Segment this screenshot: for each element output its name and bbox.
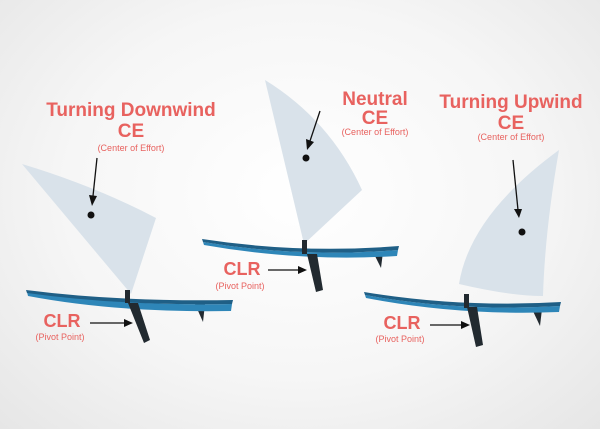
sail-upwind [459, 150, 559, 296]
ce-arrow-line-downwind [92, 157, 98, 197]
center-of-effort-dot-neutral [302, 154, 310, 162]
deck-downwind [26, 290, 233, 305]
hull-upwind [365, 295, 560, 313]
daggerboard-neutral [307, 254, 323, 292]
clr-arrow-head-neutral [298, 266, 307, 274]
clr-label-neutral: CLR [223, 259, 261, 279]
title-neutral: Neutral [342, 89, 408, 110]
daggerboard-upwind [467, 307, 483, 347]
ce-arrow-head-neutral [306, 139, 314, 150]
mast-upwind [464, 294, 469, 308]
clr-label-upwind: CLR [383, 313, 421, 333]
ce-label-upwind: CE [497, 113, 525, 134]
hull-downwind [27, 292, 232, 312]
ce-arrow-line-neutral [309, 110, 321, 142]
ce-label-neutral: CE [361, 108, 389, 129]
ce-label-downwind: CE [117, 121, 145, 142]
sail-neutral [265, 80, 362, 244]
ce-note-upwind: (Center of Effort) [477, 132, 545, 142]
ce-note-neutral: (Center of Effort) [341, 127, 409, 137]
boat-turning-downwind [22, 157, 233, 343]
ce-note-downwind: (Center of Effort) [97, 143, 165, 153]
rudder-upwind [532, 309, 542, 326]
ce-arrow-line-upwind [512, 159, 519, 211]
clr-arrow-head-upwind [461, 321, 470, 329]
mast-neutral [302, 240, 307, 254]
boat-turning-upwind [364, 150, 561, 347]
clr-note-upwind: (Pivot Point) [375, 334, 425, 344]
ce-arrow-head-downwind [89, 195, 97, 206]
center-of-effort-dot-upwind [518, 228, 526, 236]
deck-upwind [364, 292, 561, 308]
deck-neutral [202, 239, 399, 253]
clr-arrow-head-downwind [124, 319, 133, 327]
clr-note-downwind: (Pivot Point) [35, 332, 85, 342]
clr-label-downwind: CLR [43, 311, 81, 331]
ce-arrow-head-upwind [514, 209, 522, 218]
mast-downwind [125, 290, 130, 303]
hull-neutral [203, 242, 398, 258]
sail-downwind [22, 164, 156, 294]
title-downwind: Turning Downwind [46, 100, 216, 121]
center-of-effort-dot-downwind [87, 211, 95, 219]
title-upwind: Turning Upwind [439, 92, 583, 113]
daggerboard-downwind [128, 303, 150, 343]
boat-neutral [202, 80, 399, 292]
clr-note-neutral: (Pivot Point) [215, 281, 265, 291]
